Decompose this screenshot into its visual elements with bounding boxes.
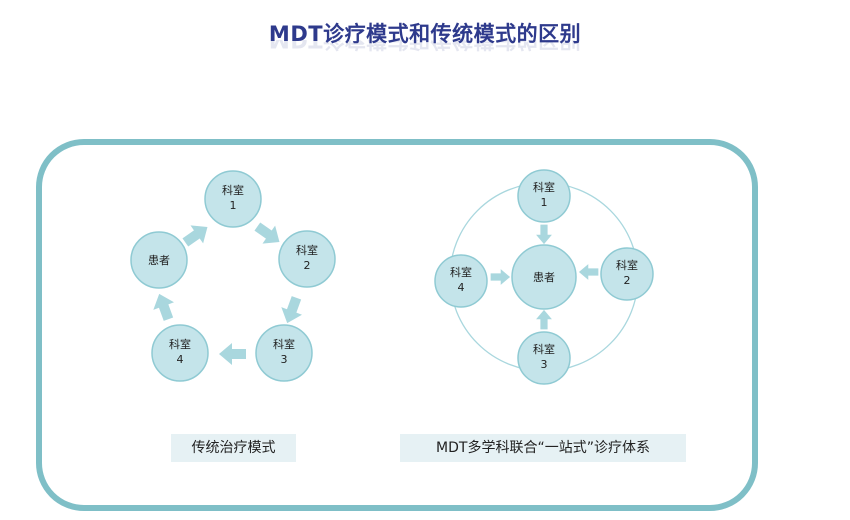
hub-dept-2: 科室 2: [600, 247, 654, 301]
arrow-dept4-to-patient: [490, 269, 511, 285]
arrow-dept4-to-patient: [148, 290, 179, 323]
node-label: 科室: [616, 258, 638, 272]
hub-center-patient: 患者: [511, 244, 577, 310]
hub-dept-4: 科室 4: [434, 254, 488, 308]
arrow-dept1-to-dept2: [251, 217, 286, 252]
arrow-dept1-to-patient: [536, 224, 552, 245]
traditional-cycle: 科室 1 科室 2 科室 3 科室 4 患者: [130, 170, 336, 382]
arrow-dept2-to-patient: [578, 264, 599, 280]
node-dept-4: 科室 4: [151, 324, 209, 382]
node-dept-2: 科室 2: [278, 230, 336, 288]
node-label: 科室: [533, 342, 555, 356]
node-label: 科室: [450, 265, 472, 279]
mdt-hub: 患者 科室 1 科室 2 科室 3 科室 4: [434, 169, 654, 385]
node-label: 科室: [222, 183, 244, 197]
arrow-dept3-to-patient: [536, 309, 552, 330]
traditional-mode-caption: 传统治疗模式: [171, 434, 296, 462]
page-title: MDT诊疗模式和传统模式的区别: [268, 22, 582, 46]
hub-dept-1: 科室 1: [517, 169, 571, 223]
node-number: 2: [304, 259, 311, 272]
node-patient: 患者: [130, 231, 188, 289]
node-number: 1: [230, 199, 237, 212]
node-label: 科室: [169, 337, 191, 351]
mdt-mode-caption: MDT多学科联合“一站式”诊疗体系: [400, 434, 686, 462]
node-number: 1: [541, 196, 548, 209]
node-number: 4: [458, 281, 465, 294]
node-label: 科室: [273, 337, 295, 351]
node-label: 患者: [148, 254, 170, 267]
arrow-dept3-to-dept4: [219, 343, 246, 365]
node-number: 4: [177, 353, 184, 366]
node-label: 患者: [533, 271, 555, 284]
node-label: 科室: [533, 180, 555, 194]
node-number: 3: [541, 358, 548, 371]
node-dept-3: 科室 3: [255, 324, 313, 382]
node-number: 3: [281, 353, 288, 366]
hub-dept-3: 科室 3: [517, 331, 571, 385]
node-number: 2: [624, 274, 631, 287]
node-label: 科室: [296, 243, 318, 257]
node-dept-1: 科室 1: [204, 170, 262, 228]
arrow-dept2-to-dept3: [276, 294, 307, 327]
